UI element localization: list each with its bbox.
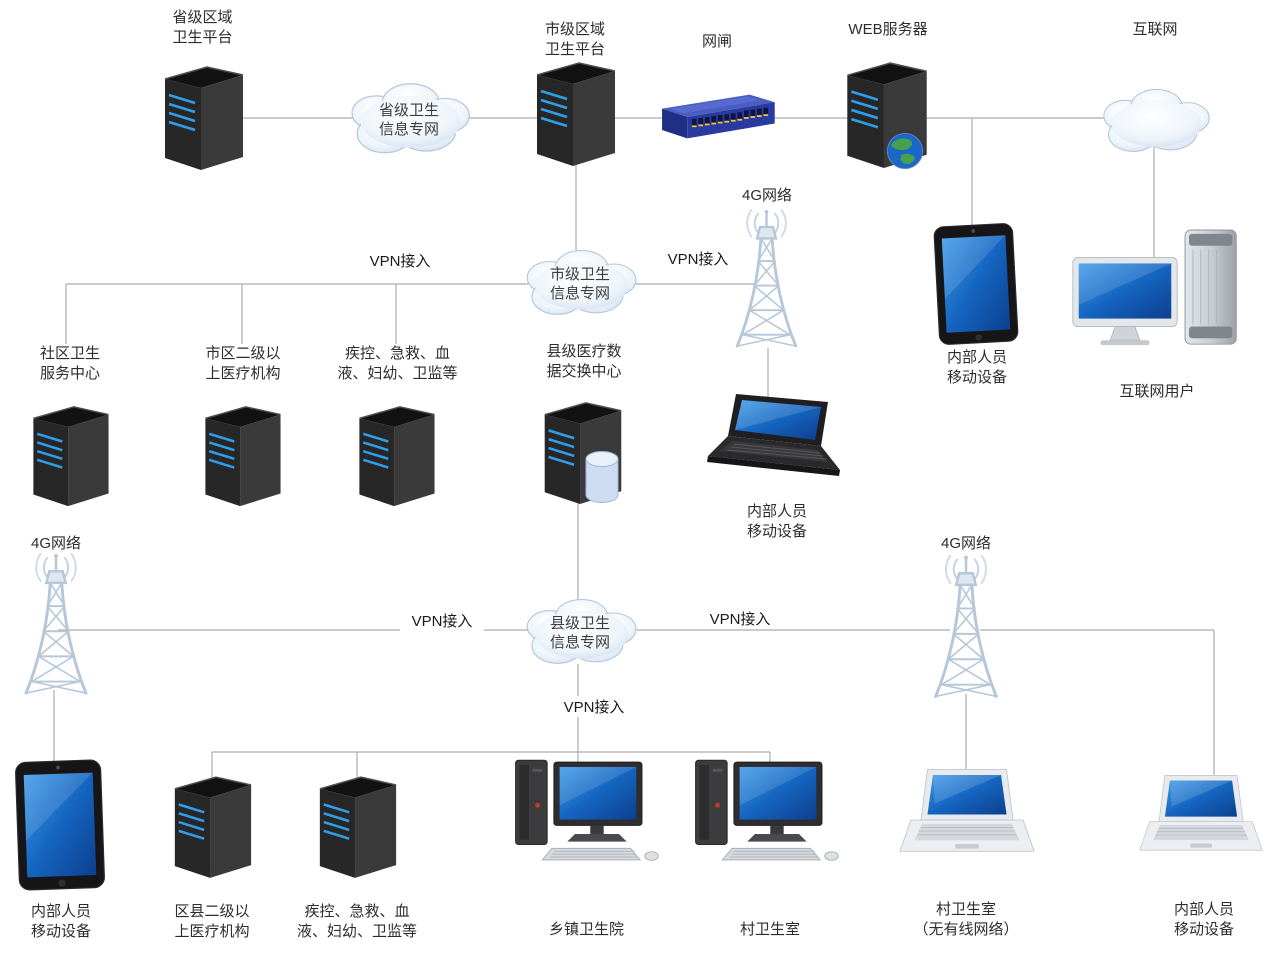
vpn-access-label-low-right: VPN接入: [698, 608, 782, 629]
cell-tower-icon: [724, 204, 809, 354]
county-cdc-server: [313, 772, 401, 880]
municipal-network-cloud: 市级卫生 信息专网: [516, 238, 644, 330]
switch-icon: [656, 90, 778, 144]
cell-tower-icon: [922, 552, 1010, 702]
database-icon: [582, 450, 622, 504]
cell-tower-icon: [12, 552, 100, 697]
internal-tablet-bottom-label: 内部人员 移动设备: [30, 903, 91, 941]
municipal-platform-server: [530, 58, 620, 168]
workstation-icon: [686, 756, 844, 866]
tablet-icon: [12, 754, 109, 895]
cell-tower-right: [922, 552, 1010, 702]
county-network-label: 县级卫生 信息专网: [549, 614, 610, 652]
city-cdc-label: 疾控、急救、血 液、妇幼、卫监等: [337, 345, 458, 383]
server-icon: [530, 58, 620, 168]
provincial-network-label: 省级卫生 信息专网: [378, 101, 439, 139]
village-clinic-label: 村卫生室: [739, 921, 800, 938]
internal-laptop-bottom: [1138, 760, 1264, 874]
network-gate-switch: [656, 90, 778, 144]
tower-4g-top-label: 4G网络: [741, 187, 792, 204]
provincial-platform-server: [158, 62, 248, 172]
tower-4g-right-label: 4G网络: [940, 535, 991, 552]
cell-tower-left: [12, 552, 100, 697]
vpn-access-label-low-left: VPN接入: [400, 610, 484, 631]
web-server-node: [840, 58, 932, 170]
internal-laptop-mid: [700, 392, 850, 487]
server-icon: [198, 402, 286, 508]
vpn-access-label-low-center: VPN接入: [552, 696, 636, 717]
township-clinic-workstation: [506, 756, 664, 866]
server-icon: [313, 772, 401, 880]
internal-tablet-top: [929, 221, 1023, 347]
county-network-cloud: 县级卫生 信息专网: [516, 590, 644, 676]
community-center-label: 社区卫生 服务中心: [39, 345, 100, 383]
internet-cloud: [1093, 82, 1217, 162]
municipal-hospitals-server: [198, 402, 286, 508]
internal-laptop-bottom-label: 内部人员 移动设备: [1173, 901, 1234, 939]
network-gate-label: 网闸: [701, 33, 732, 50]
internet-user-label: 互联网用户: [1119, 383, 1195, 400]
municipal-network-label: 市级卫生 信息专网: [549, 265, 610, 303]
cloud-icon: [1093, 82, 1217, 162]
vpn-access-label-mid-left: VPN接入: [358, 250, 442, 271]
township-clinic-label: 乡镇卫生院: [548, 921, 624, 938]
county-hospitals-label: 区县二级以 上医疗机构: [174, 903, 250, 941]
desktop-icon: [1068, 228, 1246, 356]
globe-icon: [886, 132, 924, 170]
internal-tablet-top-label: 内部人员 移动设备: [946, 349, 1007, 387]
cell-tower-top: [724, 204, 809, 354]
village-clinic-wireless-laptop: [898, 756, 1036, 874]
server-icon: [352, 402, 440, 508]
laptop-icon: [898, 756, 1036, 874]
server-icon: [26, 402, 114, 508]
county-cdc-label: 疾控、急救、血 液、妇幼、卫监等: [296, 903, 417, 941]
tower-4g-left-label: 4G网络: [30, 535, 81, 552]
internet-user-desktop: [1068, 228, 1246, 356]
web-server-label: WEB服务器: [848, 21, 928, 38]
provincial-network-cloud: 省级卫生 信息专网: [340, 76, 478, 164]
server-icon: [168, 772, 256, 880]
internet-label: 互联网: [1132, 21, 1178, 38]
provincial-platform-label: 省级区域 卫生平台: [172, 9, 233, 47]
city-cdc-server: [352, 402, 440, 508]
municipal-platform-label: 市级区域 卫生平台: [544, 21, 605, 59]
tablet-icon: [929, 221, 1023, 347]
village-clinic-workstation: [686, 756, 844, 866]
municipal-hospitals-label: 市区二级以 上医疗机构: [205, 345, 281, 383]
internal-laptop-mid-label: 内部人员 移动设备: [746, 503, 807, 541]
workstation-icon: [506, 756, 664, 866]
village-clinic-wireless-label: 村卫生室 （无有线网络）: [913, 901, 1019, 939]
county-exchange-server: [536, 398, 628, 506]
server-icon: [158, 62, 248, 172]
vpn-access-label-mid-right: VPN接入: [656, 248, 740, 269]
laptop-icon: [1138, 760, 1264, 874]
county-exchange-label: 县级医疗数 据交换中心: [546, 343, 622, 381]
internal-tablet-bottom: [12, 754, 109, 895]
county-hospitals-server: [168, 772, 256, 880]
community-center-server: [26, 402, 114, 508]
laptop-icon: [700, 392, 850, 487]
